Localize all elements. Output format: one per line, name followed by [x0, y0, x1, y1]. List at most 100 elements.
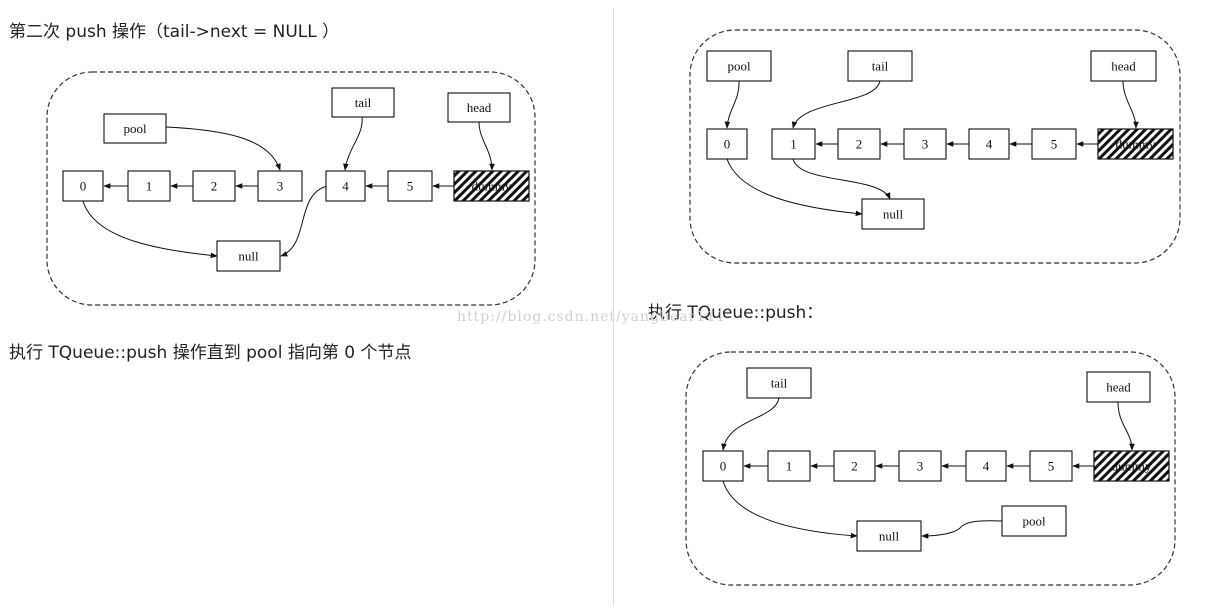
- node-0: 0: [62, 170, 104, 202]
- node-box: [1086, 371, 1151, 403]
- edge-head-to-dummy: [1117, 401, 1135, 451]
- node-box: [833, 450, 876, 482]
- node-box: [192, 170, 236, 202]
- node-head: head: [1086, 371, 1151, 403]
- node-box: [103, 113, 167, 144]
- node-3: 3: [257, 170, 303, 202]
- node-dummy: dummy: [1097, 128, 1174, 160]
- caption-tqueue-push: 执行 TQueue::push：: [648, 303, 824, 323]
- node-box: [706, 128, 748, 160]
- node-label: head: [1111, 59, 1136, 74]
- node-label: head: [1106, 380, 1131, 395]
- node-box: [965, 450, 1007, 482]
- node-label: 1: [786, 459, 793, 474]
- node-box: [1031, 128, 1077, 160]
- node-label: null: [238, 249, 259, 264]
- edge-head-to-dummy: [478, 121, 495, 171]
- node-label: 5: [1048, 459, 1055, 474]
- node-pool: pool: [706, 50, 772, 82]
- edge-0-to-null: [722, 480, 858, 539]
- node-box: [767, 450, 811, 482]
- node-label: 2: [856, 137, 863, 152]
- node-box: [847, 50, 913, 82]
- node-label: pool: [727, 59, 751, 74]
- edge-pool-to-3: [165, 126, 281, 171]
- node-label: tail: [355, 95, 372, 110]
- node-box: [1090, 50, 1157, 82]
- node-dummy: dummy: [1093, 450, 1170, 482]
- node-0: 0: [702, 450, 744, 482]
- node-label: pool: [1022, 514, 1046, 529]
- node-label: 4: [986, 137, 993, 152]
- diagram-frame: [689, 29, 1181, 264]
- node-null: null: [856, 520, 922, 552]
- edge-4-to-null: [280, 185, 328, 257]
- node-label: 5: [1051, 137, 1058, 152]
- node-label: 3: [922, 137, 929, 152]
- node-4: 4: [965, 450, 1007, 482]
- node-box: [331, 87, 395, 118]
- node-box: [702, 450, 744, 482]
- diagram-2: 0 1 2 3 4 5 dummy null pool tail head: [689, 29, 1181, 264]
- edge-1-to-null: [792, 158, 891, 200]
- diagram-frame: [685, 351, 1176, 586]
- node-4: 4: [325, 170, 366, 202]
- node-label: null: [883, 207, 904, 222]
- node-label: dummy: [1116, 137, 1156, 152]
- node-label: tail: [872, 59, 889, 74]
- node-label: 1: [146, 179, 153, 194]
- edge-tail-to-0: [721, 397, 780, 451]
- node-box: [325, 170, 366, 202]
- node-label: 4: [342, 179, 349, 194]
- node-5: 5: [1031, 128, 1077, 160]
- node-box: [1093, 450, 1170, 482]
- panel-divider: [613, 8, 614, 606]
- caption-push-until-pool: 执行 TQueue::push 操作直到 pool 指向第 0 个节点: [9, 343, 412, 363]
- node-box: [771, 128, 816, 160]
- node-pool: pool: [103, 113, 167, 144]
- node-0: 0: [706, 128, 748, 160]
- node-label: dummy: [1112, 459, 1152, 474]
- node-box: [62, 170, 104, 202]
- node-box: [1001, 505, 1067, 537]
- edge-pool-to-null: [921, 520, 1003, 539]
- node-box: [903, 128, 947, 160]
- node-head: head: [447, 92, 511, 123]
- node-2: 2: [192, 170, 236, 202]
- edge-tail-to-4: [343, 116, 363, 171]
- node-label: dummy: [472, 179, 512, 194]
- edge-head-to-dummy: [1122, 80, 1139, 129]
- node-label: 0: [724, 137, 731, 152]
- node-3: 3: [903, 128, 947, 160]
- node-5: 5: [1029, 450, 1073, 482]
- node-box: [856, 520, 922, 552]
- node-null: null: [861, 198, 925, 230]
- node-box: [746, 367, 812, 399]
- node-pool: pool: [1001, 505, 1067, 537]
- node-box: [447, 92, 511, 123]
- node-label: 0: [720, 459, 727, 474]
- node-1: 1: [771, 128, 816, 160]
- node-tail: tail: [746, 367, 812, 399]
- node-box: [1097, 128, 1174, 160]
- node-label: 2: [211, 179, 218, 194]
- watermark: http://blog.csdn.net/yangbear111: [457, 309, 727, 325]
- edge-0-to-null: [726, 158, 863, 217]
- node-box: [216, 240, 281, 272]
- node-3: 3: [898, 450, 942, 482]
- node-2: 2: [833, 450, 876, 482]
- node-label: 3: [917, 459, 924, 474]
- node-box: [387, 170, 433, 202]
- node-label: 1: [790, 137, 797, 152]
- node-4: 4: [968, 128, 1010, 160]
- node-dummy: dummy: [453, 170, 530, 202]
- node-box: [257, 170, 303, 202]
- node-label: null: [879, 529, 900, 544]
- node-box: [898, 450, 942, 482]
- diagram-3: 0 1 2 3 4 5 dummy null pool tail head: [685, 351, 1176, 586]
- node-box: [453, 170, 530, 202]
- diagram-frame: [46, 71, 536, 306]
- node-tail: tail: [331, 87, 395, 118]
